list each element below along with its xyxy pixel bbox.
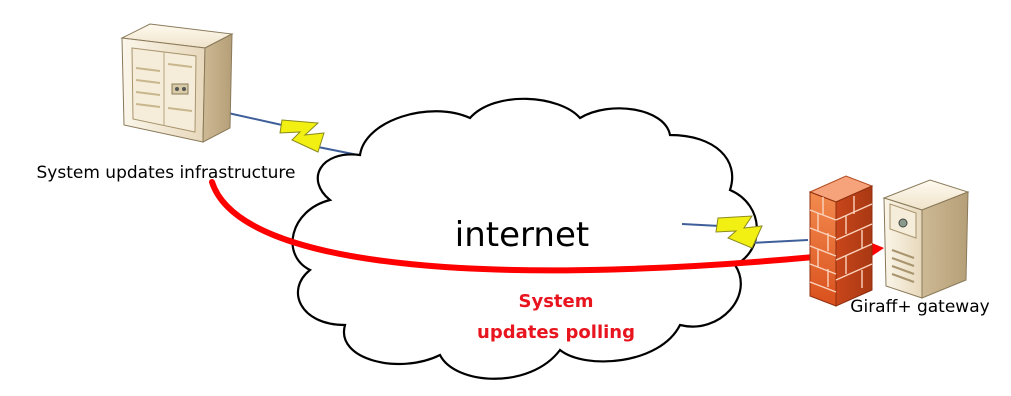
- polling-arrow: [209, 179, 868, 274]
- lightning-bolt-icon: [227, 112, 379, 160]
- polling-label-line1: System: [519, 291, 594, 312]
- server-tower-icon: [120, 23, 234, 143]
- firewall-brick-icon: [808, 175, 874, 307]
- server-tower-icon: [882, 179, 970, 299]
- gateway-label: Giraff+ gateway: [850, 297, 989, 317]
- lightning-bolt-icon: [681, 215, 809, 249]
- infrastructure-label: System updates infrastructure: [37, 163, 296, 183]
- internet-cloud: [291, 97, 758, 380]
- polling-label-line2: updates polling: [477, 322, 635, 343]
- cloud-label: internet: [455, 215, 589, 255]
